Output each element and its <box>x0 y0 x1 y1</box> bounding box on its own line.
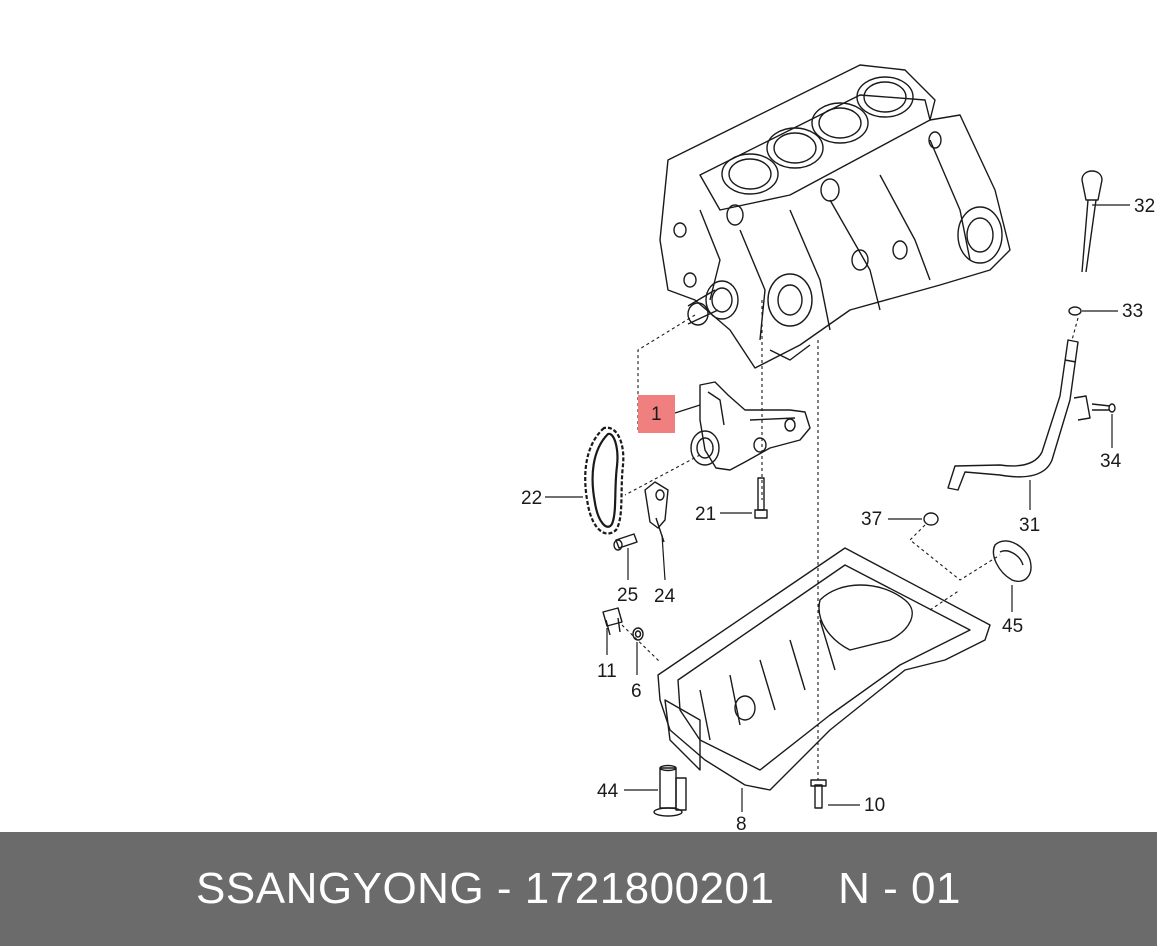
callout-33[interactable]: 33 <box>1122 301 1143 322</box>
title-gap <box>775 864 839 913</box>
strainer-drawing <box>992 540 1032 582</box>
diagram-code: N - 01 <box>838 864 961 913</box>
dipstick-drawing <box>1081 170 1103 273</box>
o-ring-33-drawing <box>1068 306 1082 316</box>
callout-22[interactable]: 22 <box>521 488 542 509</box>
brand-name: SSANGYONG <box>196 864 485 913</box>
crank-sprocket-drawing <box>687 280 739 326</box>
callout-34[interactable]: 34 <box>1100 451 1122 472</box>
part-number: 1721800201 <box>524 864 775 913</box>
drain-plug-drawing <box>602 607 644 641</box>
callout-37[interactable]: 37 <box>861 509 882 530</box>
callout-21[interactable]: 21 <box>695 504 716 525</box>
callout-8[interactable]: 8 <box>736 814 747 832</box>
dipstick-tube-drawing <box>947 339 1091 491</box>
oil-filter-drawing <box>653 764 687 817</box>
callout-1[interactable]: 1 <box>651 404 662 425</box>
highlight-box-part-1 <box>638 395 675 433</box>
callout-24[interactable]: 24 <box>654 586 676 607</box>
bolt-25-drawing <box>613 533 638 551</box>
bolt-34-drawing <box>1091 403 1116 413</box>
assembly-lines <box>621 300 1079 780</box>
oil-pump-drawing <box>690 381 811 471</box>
callout-45[interactable]: 45 <box>1002 616 1023 637</box>
callout-31[interactable]: 31 <box>1019 515 1040 536</box>
callout-44[interactable]: 44 <box>597 781 619 802</box>
callout-6[interactable]: 6 <box>631 681 642 702</box>
chain-guide-drawing <box>644 481 669 543</box>
callout-11[interactable]: 11 <box>597 661 617 682</box>
exploded-parts-diagram: 1 22 21 25 24 11 6 8 10 44 32 33 34 31 3… <box>521 64 1155 832</box>
leader-lines <box>545 204 1130 812</box>
title-separator: - <box>484 864 525 913</box>
oil-pan-drawing <box>657 547 991 791</box>
footer-title: SSANGYONG - 1721800201 N - 01 <box>196 864 961 914</box>
timing-chain-drawing <box>584 426 625 535</box>
footer-bar: SSANGYONG - 1721800201 N - 01 <box>0 832 1157 946</box>
bolt-21-drawing <box>754 477 768 519</box>
callout-32[interactable]: 32 <box>1134 196 1155 217</box>
o-ring-37-drawing <box>923 512 939 526</box>
engine-block-drawing <box>659 64 1011 369</box>
callout-25[interactable]: 25 <box>617 585 638 606</box>
bolt-10-drawing <box>810 779 827 809</box>
callout-10[interactable]: 10 <box>864 795 885 816</box>
